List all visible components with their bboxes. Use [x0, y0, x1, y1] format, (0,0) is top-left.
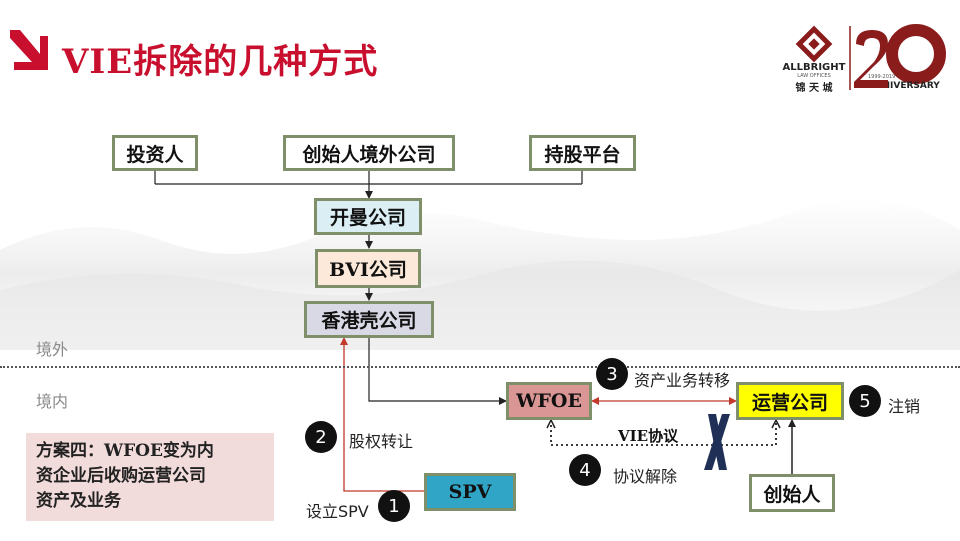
step-number-1: 1 — [378, 490, 410, 522]
logo-anniversary: ANNIVERSARY — [868, 81, 940, 91]
scheme-line-3: 资产及业务 — [36, 491, 121, 511]
scheme-description-box: 方案四：WFOE变为内 资企业后收购运营公司 资产及业务 — [26, 433, 274, 521]
offshore-onshore-divider — [0, 366, 960, 368]
logo-firm-cn: 锦 天 城 — [795, 83, 833, 94]
entity-wfoe: WFOE — [506, 382, 592, 420]
entity-founder-offshore-company: 创始人境外公司 — [283, 135, 455, 171]
step-label-5: 注销 — [888, 397, 921, 416]
step-label-2: 股权转让 — [349, 432, 414, 451]
scheme-line-2: 资企业后收购运营公司 — [36, 466, 206, 486]
entity-founder: 创始人 — [749, 474, 835, 512]
step-number-5: 5 — [849, 385, 881, 417]
step-number-4: 4 — [569, 454, 601, 486]
title-arrow-icon — [10, 30, 48, 70]
entity-investor: 投资人 — [112, 135, 198, 171]
logo-firm-sub: LAW OFFICES — [797, 73, 831, 79]
allbright-logo: ALLBRIGHT LAW OFFICES 锦 天 城 20 1999-2019… — [776, 22, 946, 94]
step-number-3: 3 — [596, 358, 628, 390]
logo-firm-en: ALLBRIGHT — [782, 62, 846, 73]
entity-operating-company: 运营公司 — [736, 382, 844, 420]
entity-spv: SPV — [424, 473, 516, 511]
logo-years: 1999-2019 — [868, 74, 896, 80]
step-label-4: 协议解除 — [613, 467, 678, 486]
step-label-1: 设立SPV — [306, 502, 369, 521]
vie-agreement-label: VIE协议 — [618, 427, 679, 445]
step-label-3: 资产业务转移 — [634, 371, 731, 390]
entity-bvi-company: BVI公司 — [315, 249, 421, 288]
entity-hk-shell-company: 香港壳公司 — [304, 301, 434, 338]
entity-holding-platform: 持股平台 — [529, 135, 636, 171]
scheme-line-1: 方案四：WFOE变为内 — [36, 441, 214, 461]
vie-cancel-x-icon — [704, 414, 730, 470]
mountain-mist-background — [0, 198, 960, 350]
logo-digit-two-icon — [854, 30, 888, 88]
step-number-2: 2 — [305, 421, 337, 453]
entity-cayman-company: 开曼公司 — [314, 198, 422, 235]
region-label-offshore: 境外 — [36, 340, 69, 359]
page-title: VIE拆除的几种方式 — [62, 42, 379, 82]
region-label-onshore: 境内 — [36, 392, 69, 411]
